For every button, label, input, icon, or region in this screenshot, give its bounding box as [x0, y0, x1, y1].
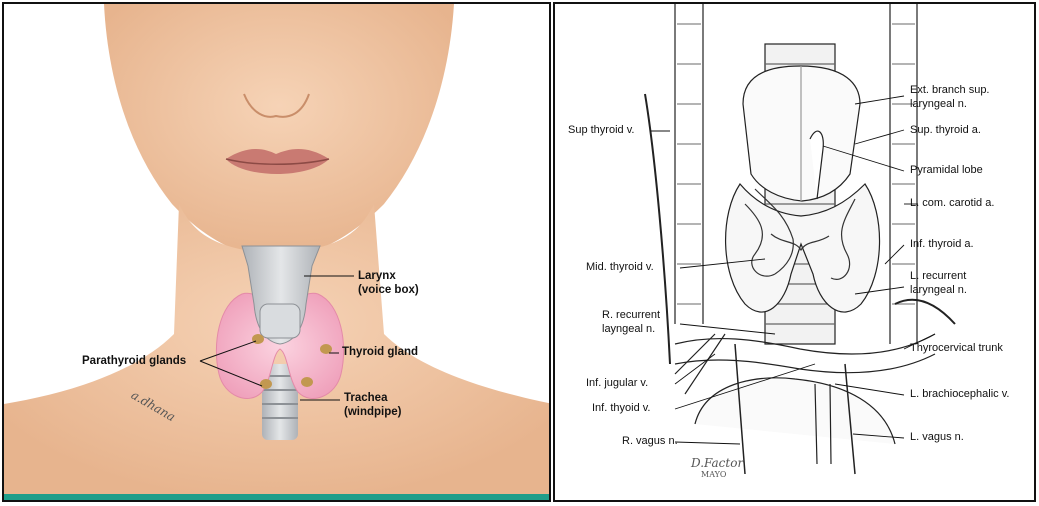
label-parathyroid-glands: Parathyroid glands: [82, 355, 186, 368]
neck-illustration: [4, 4, 551, 502]
label-sup-thyroid-a: Sup. thyroid a.: [910, 124, 981, 137]
label-inf-thyoid-v: Inf. thyoid v.: [592, 402, 651, 415]
anatomical-line-drawing: [555, 4, 1036, 502]
anatomy-drawing-panel: Ext. branch sup. laryngeal n. Sup. thyro…: [553, 2, 1036, 502]
label-sup-thyroid-v: Sup thyroid v.: [568, 124, 634, 137]
label-r-recurrent: R. recurrent: [602, 309, 660, 322]
label-ext-branch-2: laryngeal n.: [910, 98, 967, 111]
face: [104, 4, 454, 259]
label-larynx-sub: (voice box): [358, 284, 419, 297]
label-thyroid-gland: Thyroid gland: [342, 346, 418, 359]
label-inf-thyroid-a: Inf. thyroid a.: [910, 238, 974, 251]
label-r-recurrent-2: layngeal n.: [602, 323, 655, 336]
label-inf-jugular-v: Inf. jugular v.: [586, 377, 648, 390]
label-pyramidal-lobe: Pyramidal lobe: [910, 164, 983, 177]
label-trachea-sub: (windpipe): [344, 406, 402, 419]
label-l-recurrent-2: laryngeal n.: [910, 284, 967, 297]
label-ext-branch: Ext. branch sup.: [910, 84, 990, 97]
label-r-vagus: R. vagus n.: [622, 435, 678, 448]
label-l-com-carotid: L. com. carotid a.: [910, 197, 994, 210]
thyroid-illustration-panel: Larynx (voice box) Thyroid gland Parathy…: [2, 2, 551, 502]
label-thyrocervical-trunk: Thyrocervical trunk: [910, 342, 1003, 355]
label-larynx: Larynx: [358, 270, 396, 283]
label-trachea: Trachea: [344, 392, 387, 405]
label-l-vagus: L. vagus n.: [910, 431, 964, 444]
drawing-signature: D.Factor: [691, 456, 743, 470]
label-l-recurrent: L. recurrent: [910, 270, 966, 283]
label-l-brachiocephalic: L. brachiocephalic v.: [910, 388, 1009, 401]
label-mid-thyroid-v: Mid. thyroid v.: [586, 261, 654, 274]
drawing-signature-sub: MAYO: [701, 470, 726, 479]
